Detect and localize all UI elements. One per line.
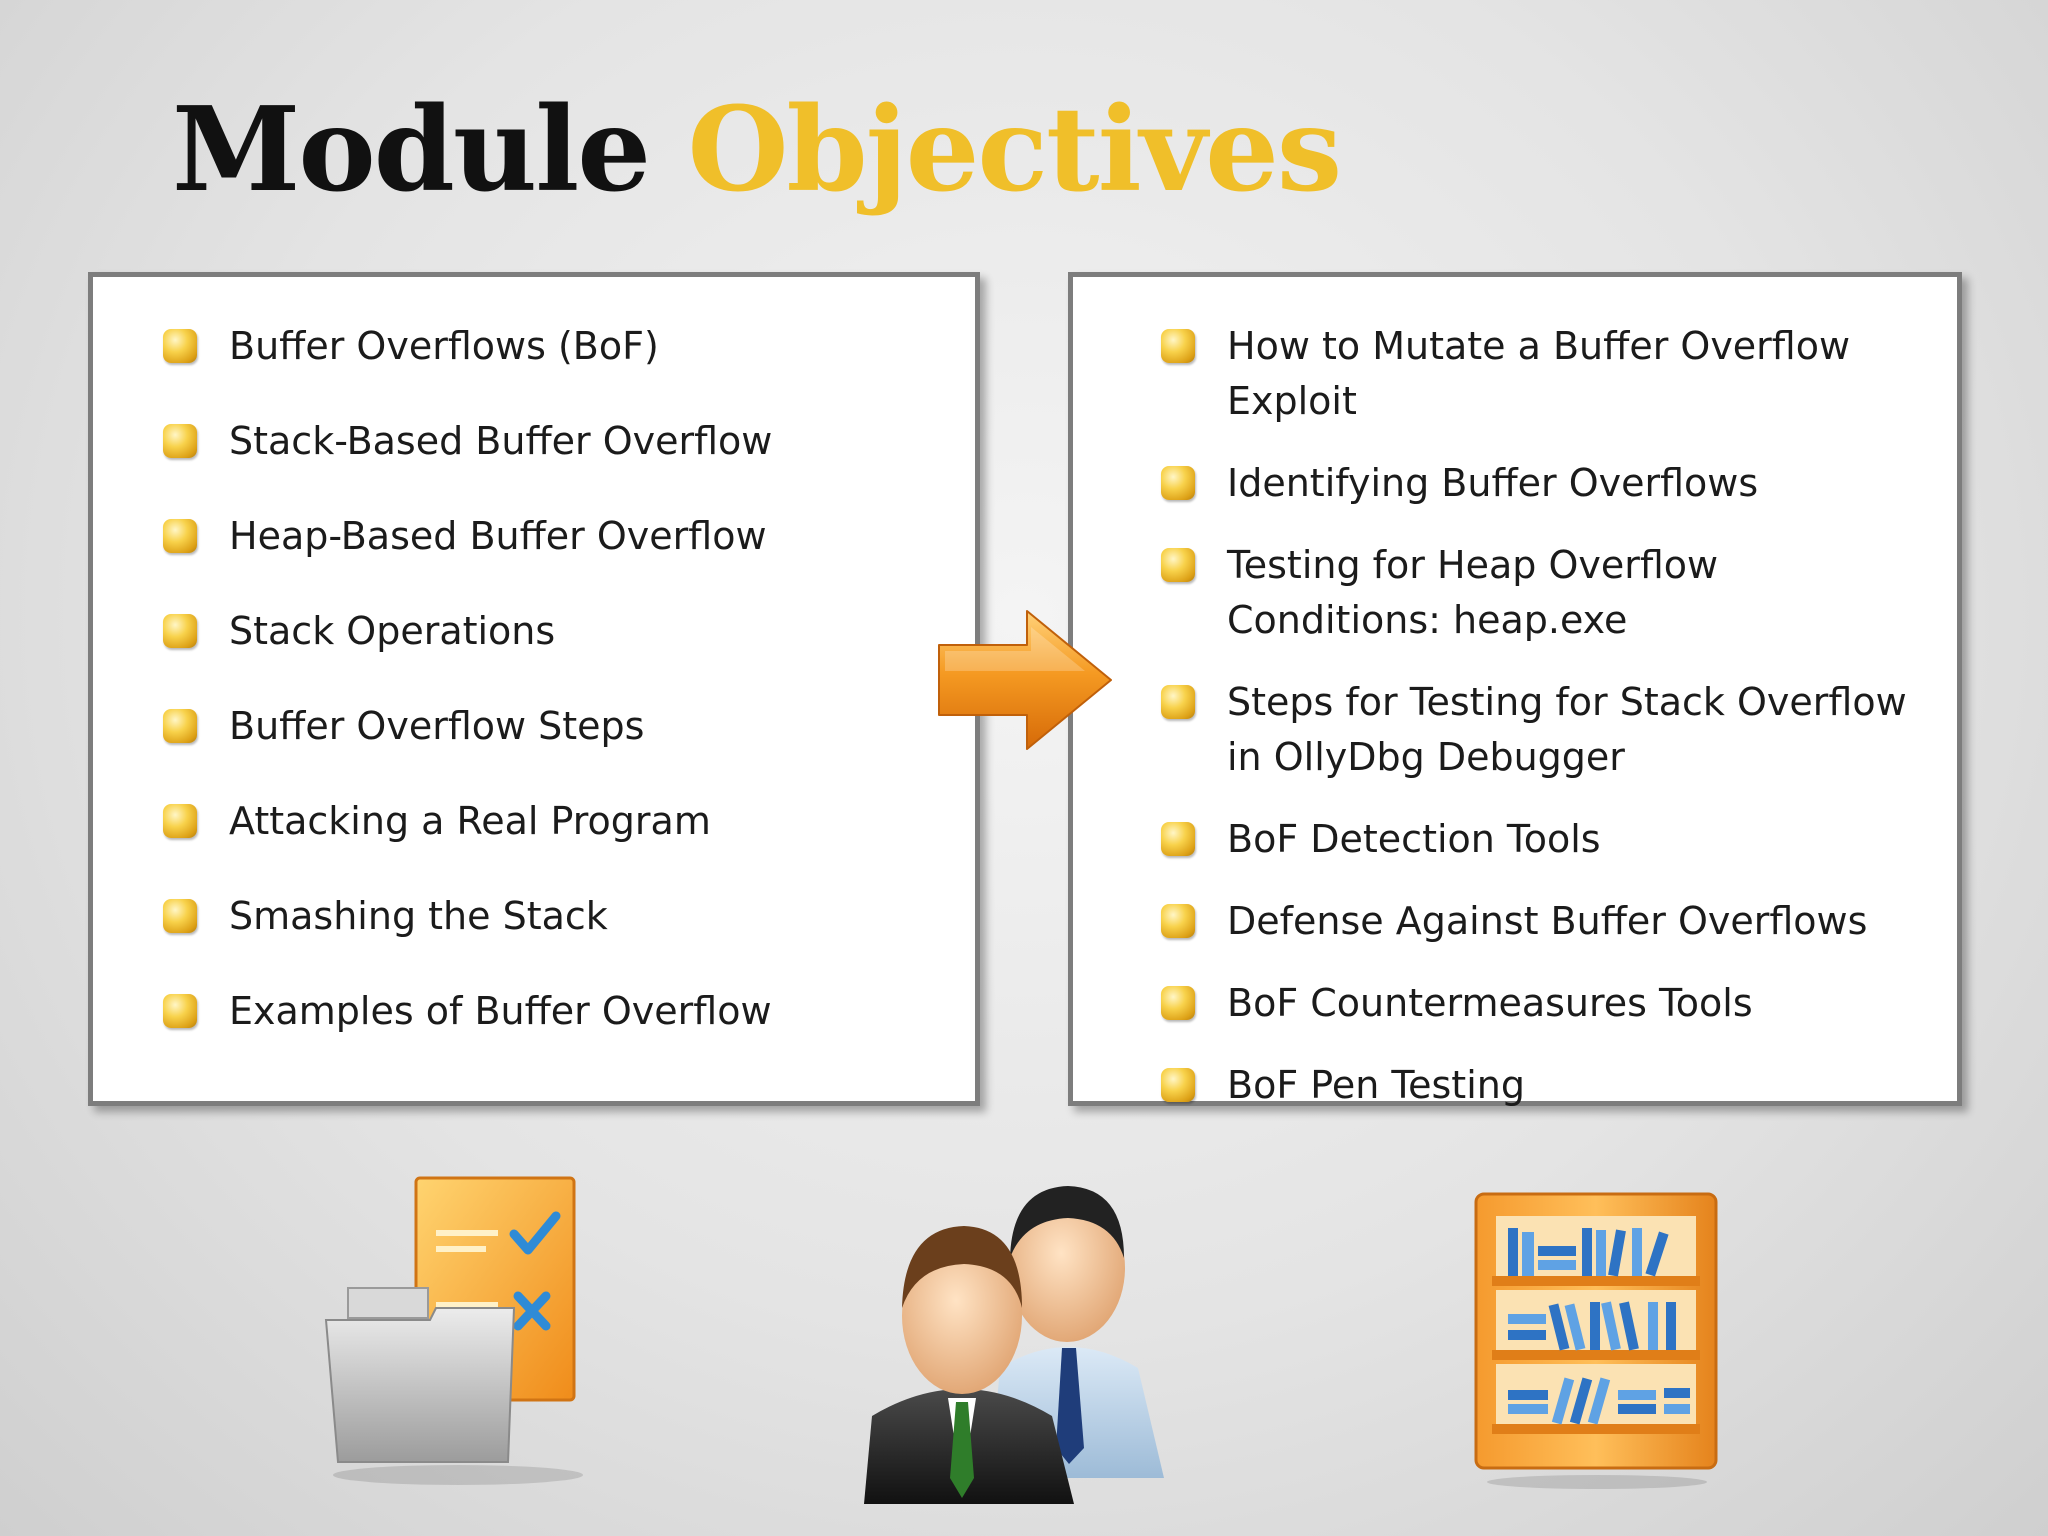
bookshelf-icon xyxy=(1474,1192,1718,1489)
list-item: How to Mutate a Buffer Overflow Exploit xyxy=(1161,319,1937,429)
list-item: Buffer Overflows (BoF) xyxy=(163,319,955,374)
objectives-panel-right: How to Mutate a Buffer Overflow Exploit … xyxy=(1068,272,1962,1107)
objective-text: BoF Detection Tools xyxy=(1227,817,1601,861)
list-item: BoF Detection Tools xyxy=(1161,812,1937,867)
page-title: Module Objectives xyxy=(172,92,1342,208)
objective-text: Heap-Based Buffer Overflow xyxy=(229,514,767,558)
bullet-icon xyxy=(1161,329,1195,363)
bullet-icon xyxy=(1161,822,1195,856)
objective-text: How to Mutate a Buffer Overflow Exploit xyxy=(1227,324,1851,423)
list-item: Smashing the Stack xyxy=(163,889,955,944)
title-word-module: Module xyxy=(172,82,651,218)
list-item: Stack Operations xyxy=(163,604,955,659)
list-item: Stack-Based Buffer Overflow xyxy=(163,414,955,469)
arrow-right-icon xyxy=(938,610,1112,750)
list-item: Buffer Overflow Steps xyxy=(163,699,955,754)
list-item: Identifying Buffer Overflows xyxy=(1161,456,1937,511)
objective-text: Smashing the Stack xyxy=(229,894,608,938)
list-item: BoF Pen Testing xyxy=(1161,1058,1937,1113)
list-item: Testing for Heap Overflow Conditions: he… xyxy=(1161,538,1937,648)
objectives-list-right: How to Mutate a Buffer Overflow Exploit … xyxy=(1161,319,1937,1140)
list-item: Steps for Testing for Stack Overflow in … xyxy=(1161,675,1937,785)
objective-text: Steps for Testing for Stack Overflow in … xyxy=(1227,680,1907,779)
objective-text: BoF Pen Testing xyxy=(1227,1063,1525,1107)
list-item: Heap-Based Buffer Overflow xyxy=(163,509,955,564)
list-item: BoF Countermeasures Tools xyxy=(1161,976,1937,1031)
bullet-icon xyxy=(163,329,197,363)
bullet-icon xyxy=(163,994,197,1028)
bullet-icon xyxy=(1161,548,1195,582)
objective-text: BoF Countermeasures Tools xyxy=(1227,981,1753,1025)
list-item: Defense Against Buffer Overflows xyxy=(1161,894,1937,949)
objectives-panel-left: Buffer Overflows (BoF) Stack-Based Buffe… xyxy=(88,272,980,1106)
bullet-icon xyxy=(163,709,197,743)
objectives-list-left: Buffer Overflows (BoF) Stack-Based Buffe… xyxy=(163,319,955,1079)
bullet-icon xyxy=(1161,1068,1195,1102)
objective-text: Buffer Overflow Steps xyxy=(229,704,645,748)
objective-text: Testing for Heap Overflow Conditions: he… xyxy=(1227,543,1719,642)
checklist-folder-icon xyxy=(324,1176,583,1485)
objective-text: Examples of Buffer Overflow xyxy=(229,989,772,1033)
bullet-icon xyxy=(1161,685,1195,719)
list-item: Examples of Buffer Overflow xyxy=(163,984,955,1039)
bullet-icon xyxy=(163,519,197,553)
objective-text: Defense Against Buffer Overflows xyxy=(1227,899,1868,943)
bullet-icon xyxy=(163,424,197,458)
objective-text: Attacking a Real Program xyxy=(229,799,711,843)
bullet-icon xyxy=(163,614,197,648)
users-icon xyxy=(864,1186,1164,1504)
bullet-icon xyxy=(1161,904,1195,938)
title-word-objectives: Objectives xyxy=(687,82,1342,218)
bullet-icon xyxy=(163,804,197,838)
objective-text: Stack-Based Buffer Overflow xyxy=(229,419,773,463)
objective-text: Identifying Buffer Overflows xyxy=(1227,461,1759,505)
bullet-icon xyxy=(163,899,197,933)
list-item: Attacking a Real Program xyxy=(163,794,955,849)
bullet-icon xyxy=(1161,986,1195,1020)
objective-text: Stack Operations xyxy=(229,609,556,653)
bullet-icon xyxy=(1161,466,1195,500)
objective-text: Buffer Overflows (BoF) xyxy=(229,324,659,368)
